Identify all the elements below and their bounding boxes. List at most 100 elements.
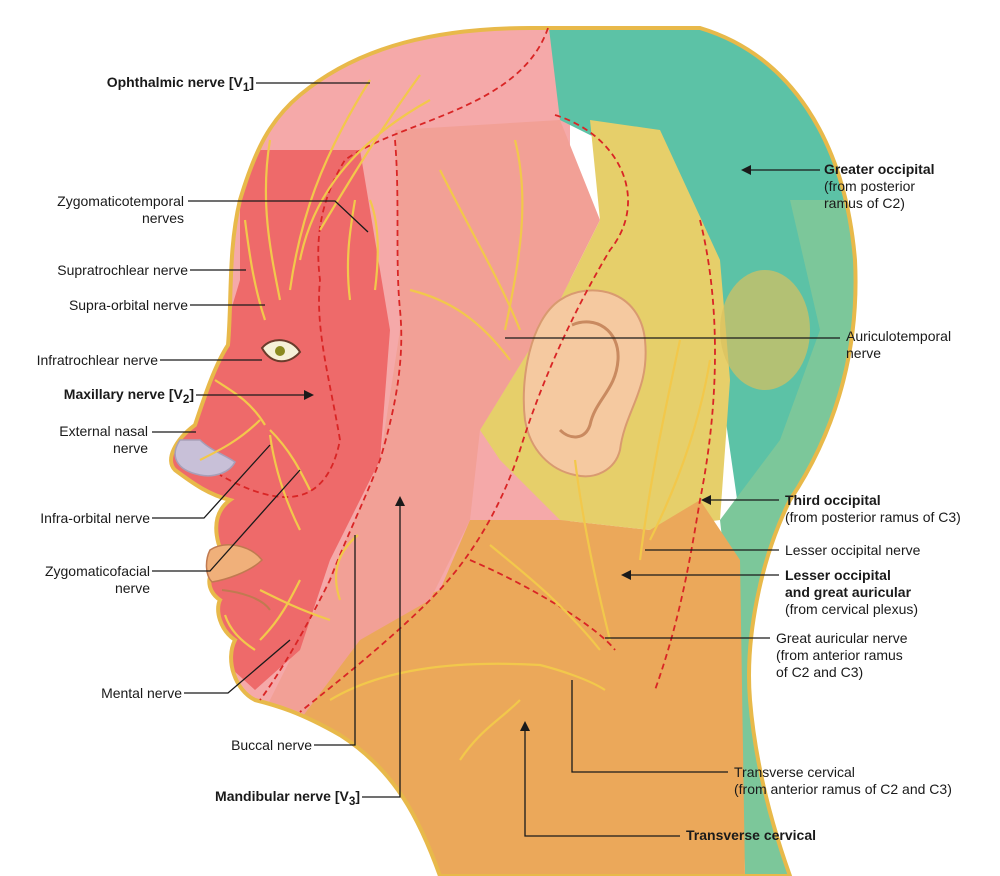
label-lesser-great-auricular-title2: and great auricular	[785, 584, 912, 600]
label-supratrochlear: Supratrochlear nerve	[57, 262, 188, 279]
label-ophthalmic-sub: 1	[242, 80, 250, 94]
label-lesser-occipital-nerve-text: Lesser occipital nerve	[785, 542, 921, 558]
label-zygomaticotemporal-line2: nerves	[141, 210, 184, 226]
v2-v3-boundary	[259, 139, 403, 701]
label-infraorbital: Infra-orbital nerve	[40, 510, 150, 527]
ear-inner	[558, 320, 620, 439]
label-mandibular: Mandibular nerve [V3]	[215, 788, 360, 810]
label-external-nasal-line1: External nasal	[59, 423, 148, 439]
ear-outer	[522, 289, 647, 478]
nerve-branches	[199, 74, 712, 761]
label-zygomaticotemporal: Zygomaticotemporal nerves	[57, 193, 184, 227]
leader-zygomaticotemporal	[188, 200, 369, 233]
lips	[205, 544, 264, 583]
label-great-auricular-line2: (from anterior ramus	[776, 647, 903, 663]
maxillary-branches	[199, 379, 311, 531]
mental-branches	[223, 579, 301, 651]
cervical-region	[300, 500, 745, 876]
label-mandibular-text: Mandibular nerve [V	[215, 788, 349, 804]
label-external-nasal-line2: nerve	[112, 440, 148, 456]
label-infratrochlear: Infratrochlear nerve	[37, 352, 158, 369]
label-ophthalmic-close: ]	[249, 74, 254, 90]
label-third-occipital: Third occipital (from posterior ramus of…	[785, 492, 961, 526]
label-transverse-cervical-line2: (from anterior ramus of C2 and C3)	[734, 781, 952, 797]
label-greater-occipital-line2: (from posterior	[824, 178, 916, 194]
label-lesser-occipital-great-auricular: Lesser occipital and great auricular (fr…	[785, 567, 918, 618]
leader-mandibular	[362, 500, 401, 798]
iris	[275, 346, 285, 356]
label-auriculotemporal: Auriculotemporal nerve	[846, 328, 951, 362]
leader-buccal	[314, 535, 356, 746]
label-transverse-cervical-region-text: Transverse cervical	[686, 827, 816, 843]
label-zygomaticofacial: Zygomaticofacial nerve	[45, 563, 150, 597]
label-third-occipital-title: Third occipital	[785, 492, 881, 508]
supratrochlear-branch	[243, 219, 267, 321]
arrowhead-transverse-cervical-region	[520, 721, 530, 731]
zygomaticotemporal-branches	[346, 199, 379, 301]
occipital-patch	[720, 270, 810, 390]
transverse-cervical-branches	[329, 662, 606, 761]
chin-lip	[221, 589, 271, 611]
label-mental-text: Mental nerve	[101, 685, 182, 701]
label-lesser-great-auricular-line3: (from cervical plexus)	[785, 601, 919, 617]
label-maxillary: Maxillary nerve [V2]	[64, 386, 194, 408]
label-supratrochlear-text: Supratrochlear nerve	[57, 262, 188, 278]
arrowhead-third-occipital	[701, 495, 711, 505]
leader-transverse-cervical	[571, 680, 728, 773]
leader-zygomaticofacial	[152, 469, 301, 572]
arrowhead-maxillary	[304, 390, 314, 400]
label-transverse-cervical-region: Transverse cervical	[686, 827, 816, 844]
v1-v2-boundary	[219, 27, 549, 498]
label-transverse-cervical-nerve: Transverse cervical (from anterior ramus…	[734, 764, 952, 798]
head-outline	[169, 26, 858, 876]
label-great-auricular-line1: Great auricular nerve	[776, 630, 908, 646]
label-maxillary-text: Maxillary nerve [V	[63, 386, 183, 402]
label-greater-occipital-title: Greater occipital	[824, 161, 935, 177]
v3-cervical-boundary	[299, 114, 629, 713]
ophthalmic-branches	[264, 74, 431, 301]
auriculotemporal-branches	[409, 139, 524, 361]
leader-mental	[184, 639, 291, 694]
label-buccal-text: Buccal nerve	[231, 737, 312, 753]
label-zygomaticotemporal-line1: Zygomaticotemporal	[57, 193, 184, 209]
label-lesser-occipital-nerve: Lesser occipital nerve	[785, 542, 920, 559]
label-buccal: Buccal nerve	[231, 737, 312, 754]
arrowheads	[304, 165, 751, 731]
label-transverse-cervical-line1: Transverse cervical	[734, 764, 855, 780]
label-greater-occipital: Greater occipital (from posterior ramus …	[824, 161, 935, 212]
leader-transverse-cervical-region	[524, 725, 680, 837]
label-great-auricular-line3: of C2 and C3)	[776, 664, 864, 680]
arrowhead-lesser-great-auricular	[621, 570, 631, 580]
label-great-auricular: Great auricular nerve (from anterior ram…	[776, 630, 908, 681]
label-third-occipital-line2: (from posterior ramus of C3)	[785, 509, 961, 525]
label-supraorbital: Supra-orbital nerve	[69, 297, 188, 314]
label-greater-occipital-line3: ramus of C2)	[824, 195, 905, 211]
label-maxillary-sub: 2	[182, 392, 190, 406]
label-mandibular-sub: 3	[348, 794, 356, 808]
lesser-occipital-branches	[638, 339, 712, 561]
arrowhead-greater-occipital	[741, 165, 751, 175]
label-zygomaticofacial-line1: Zygomaticofacial	[44, 563, 150, 579]
label-infraorbital-text: Infra-orbital nerve	[40, 510, 150, 526]
label-supraorbital-text: Supra-orbital nerve	[68, 297, 188, 313]
great-auricular-branches	[489, 459, 612, 651]
label-auriculotemporal-line1: Auriculotemporal	[846, 328, 952, 344]
label-ophthalmic: Ophthalmic nerve [V1]	[107, 74, 254, 96]
label-auriculotemporal-line2: nerve	[846, 345, 882, 361]
leader-lines	[152, 82, 840, 837]
label-mental: Mental nerve	[101, 685, 182, 702]
label-lesser-great-auricular-title1: Lesser occipital	[785, 567, 891, 583]
label-external-nasal: External nasal nerve	[59, 423, 148, 457]
leader-infraorbital	[152, 444, 271, 519]
arrowhead-mandibular	[395, 496, 405, 506]
v3-region	[260, 120, 600, 720]
label-ophthalmic-text: Ophthalmic nerve [V	[106, 74, 243, 90]
label-zygomaticofacial-line2: nerve	[114, 580, 150, 596]
ear	[522, 289, 647, 478]
label-mandibular-close: ]	[355, 788, 360, 804]
label-maxillary-close: ]	[189, 386, 194, 402]
label-infratrochlear-text: Infratrochlear nerve	[36, 352, 158, 368]
buccal-branches	[259, 534, 359, 622]
